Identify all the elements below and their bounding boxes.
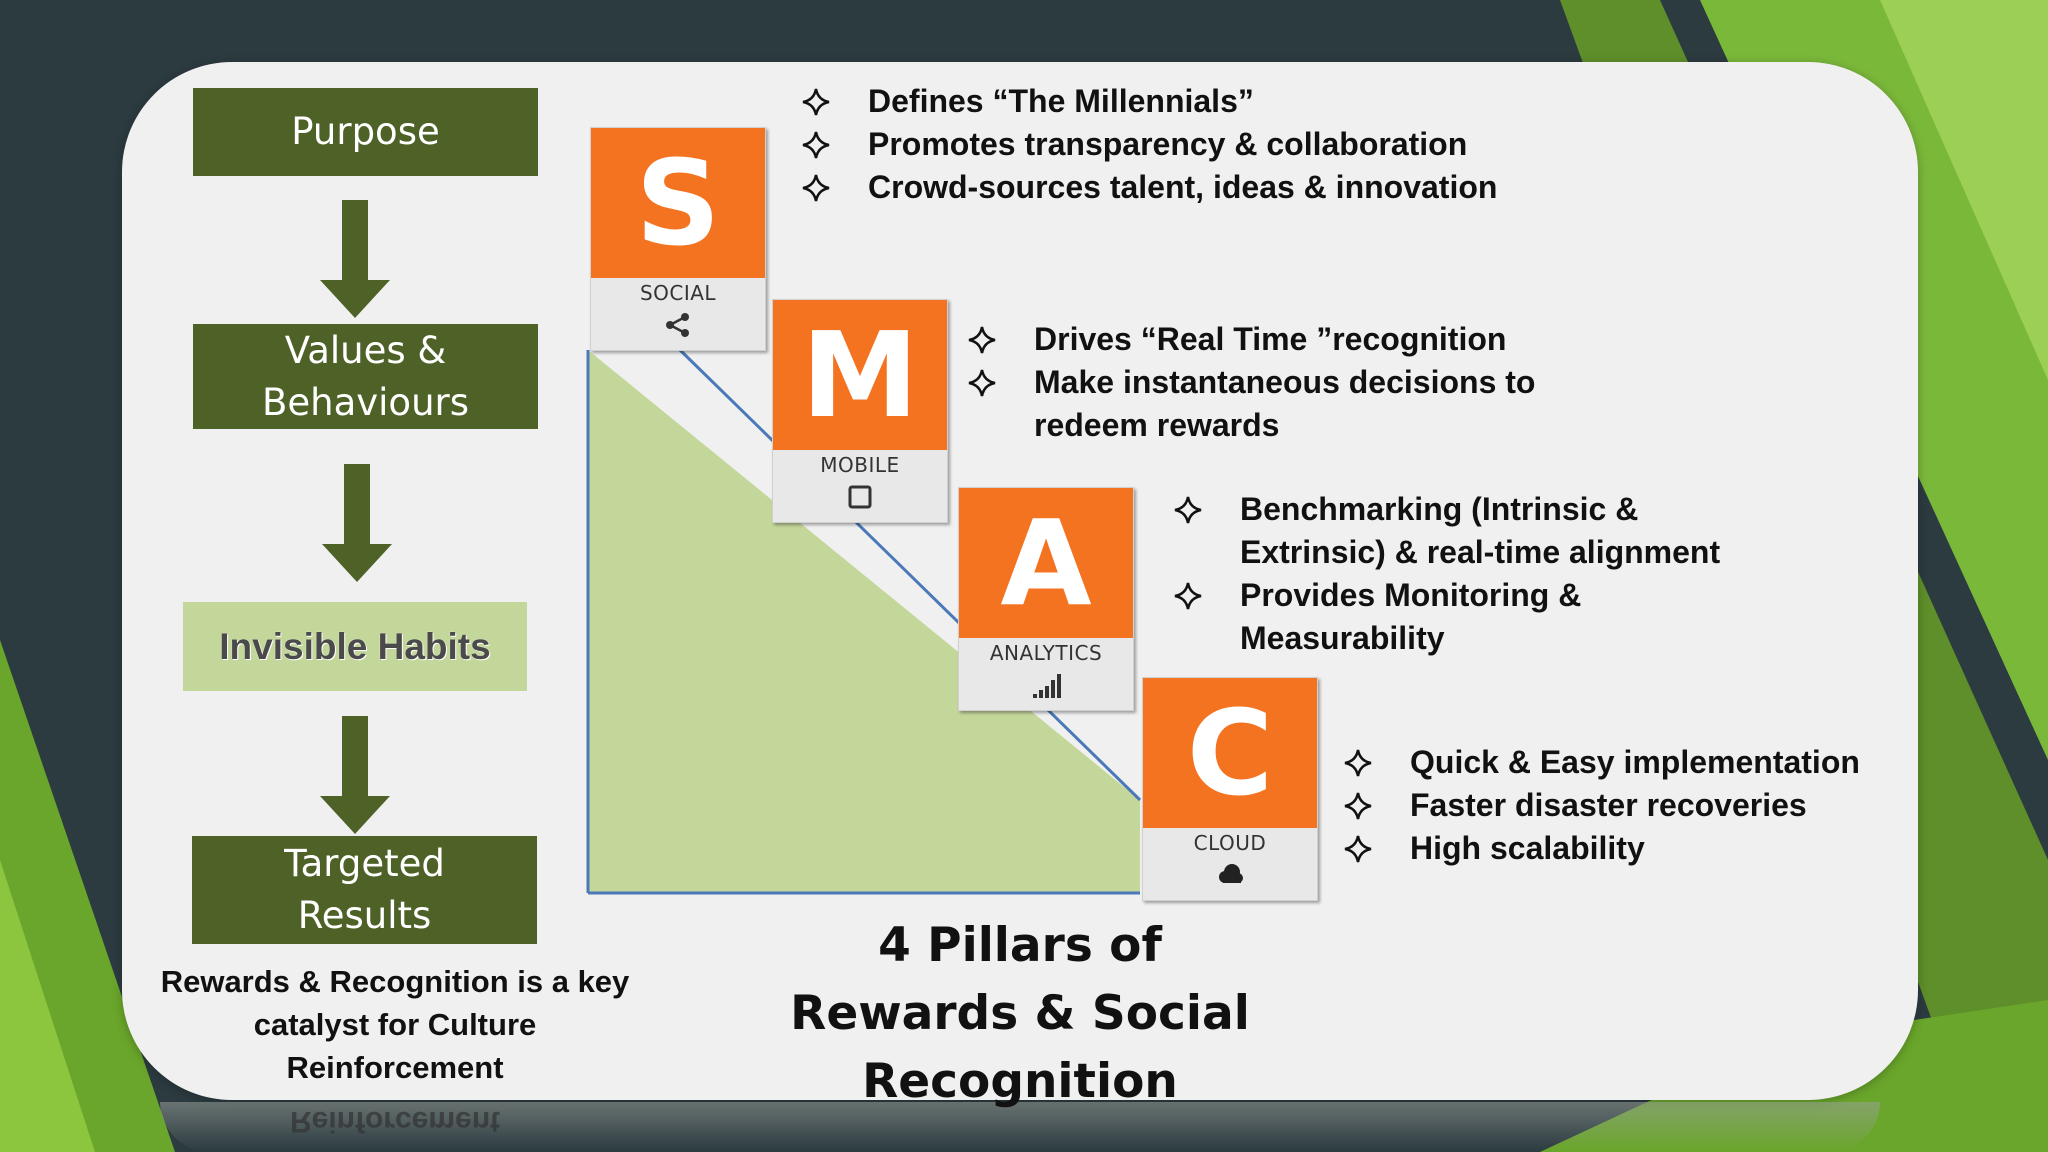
purpose-label: Purpose [291,110,440,153]
list-item: Faster disaster recoveries [1344,784,1860,827]
bullet-text: Extrinsic) & real-time alignment [1240,534,1721,570]
bullet-text: Benchmarking (Intrinsic & [1240,491,1639,527]
list-item: Benchmarking (Intrinsic & [1174,488,1720,531]
star-bullet-icon [1174,582,1202,610]
diagram-title: 4 Pillars of Rewards & Social Recognitio… [640,912,1400,1116]
list-item: Quick & Easy implementation [1344,741,1860,784]
list-item: redeem rewards [968,404,1535,447]
list-item: Crowd-sources talent, ideas & innovation [802,166,1497,209]
bullet-text: Defines “The Millennials” [868,83,1254,119]
list-item: Drives “Real Time ”recognition [968,318,1535,361]
staircase-area [588,350,1140,893]
cloud-icon [1219,864,1243,883]
pillar-letter-m: M [773,300,947,450]
social-bullets: Defines “The Millennials” Promotes trans… [802,80,1497,209]
list-item: Provides Monitoring & [1174,574,1720,617]
card-reflection [160,1102,1880,1152]
bullet-text: Faster disaster recoveries [1410,787,1807,823]
staircase-diagonal [678,348,1142,802]
star-bullet-icon [1344,792,1372,820]
title-line2: Rewards & Social Recognition [790,986,1250,1109]
bullet-text: Promotes transparency & collaboration [868,126,1468,162]
pillar-letter-c: C [1143,678,1317,828]
list-item: High scalability [1344,827,1860,870]
pillar-label-social: SOCIAL [639,281,717,305]
star-bullet-icon [1174,496,1202,524]
down-arrow-icon [322,464,392,582]
star-bullet-icon [1344,835,1372,863]
pillar-letter-s: S [591,128,765,278]
values-behaviours-box: Values & Behaviours [193,324,538,429]
bullet-text: redeem rewards [1034,407,1280,443]
star-bullet-icon [802,88,830,116]
list-item: Measurability [1174,617,1720,660]
pillar-letter-a: A [959,488,1133,638]
list-item: Extrinsic) & real-time alignment [1174,531,1720,574]
down-arrow-icon [320,200,390,318]
pillar-tile-cloud: C CLOUD [1142,677,1318,901]
star-bullet-icon [968,369,996,397]
bullet-text: Crowd-sources talent, ideas & innovation [868,169,1498,205]
results-label-line2: Results [297,894,432,937]
habits-label: Invisible Habits [219,625,491,667]
pillar-tile-mobile: M MOBILE [772,299,948,523]
pillar-tile-analytics: A ANALYTICS [958,487,1134,711]
star-bullet-icon [802,131,830,159]
list-item: Promotes transparency & collaboration [802,123,1497,166]
bullet-text: High scalability [1410,830,1645,866]
bullet-text: Measurability [1240,620,1445,656]
targeted-results-box: Targeted Results [192,836,537,944]
values-label-line1: Values & [284,328,447,372]
bullet-text: Make instantaneous decisions to [1034,364,1536,400]
pillar-label-mobile: MOBILE [820,453,900,477]
values-label-line2: Behaviours [261,380,470,424]
list-item: Make instantaneous decisions to [968,361,1535,404]
signal-bars-icon [1033,674,1061,698]
analytics-bullets: Benchmarking (Intrinsic & Extrinsic) & r… [1174,488,1720,660]
title-line1: 4 Pillars of [878,918,1162,973]
mobile-icon [848,485,872,509]
star-bullet-icon [968,326,996,354]
cloud-bullets: Quick & Easy implementation Faster disas… [1344,741,1860,870]
catalyst-line1: Rewards & Recognition is a key [160,964,630,999]
down-arrow-icon [320,716,390,834]
pillar-label-analytics: ANALYTICS [989,641,1103,665]
share-icon [666,313,689,337]
pillar-label-cloud: CLOUD [1193,831,1267,855]
catalyst-line2: catalyst for Culture [253,1007,537,1042]
mobile-bullets: Drives “Real Time ”recognition Make inst… [968,318,1535,447]
catalyst-caption: Rewards & Recognition is a key catalyst … [150,960,640,1089]
catalyst-line3: Reinforcement [286,1050,504,1085]
results-label-line1: Targeted [284,842,445,885]
bullet-text: Quick & Easy implementation [1410,744,1860,780]
star-bullet-icon [1344,749,1372,777]
bullet-text: Drives “Real Time ”recognition [1034,321,1507,357]
list-item: Defines “The Millennials” [802,80,1497,123]
bullet-text: Provides Monitoring & [1240,577,1582,613]
pillar-tile-social: S SOCIAL [590,127,766,351]
purpose-box: Purpose [193,88,538,176]
invisible-habits-box: Invisible Habits [183,602,527,691]
star-bullet-icon [802,174,830,202]
